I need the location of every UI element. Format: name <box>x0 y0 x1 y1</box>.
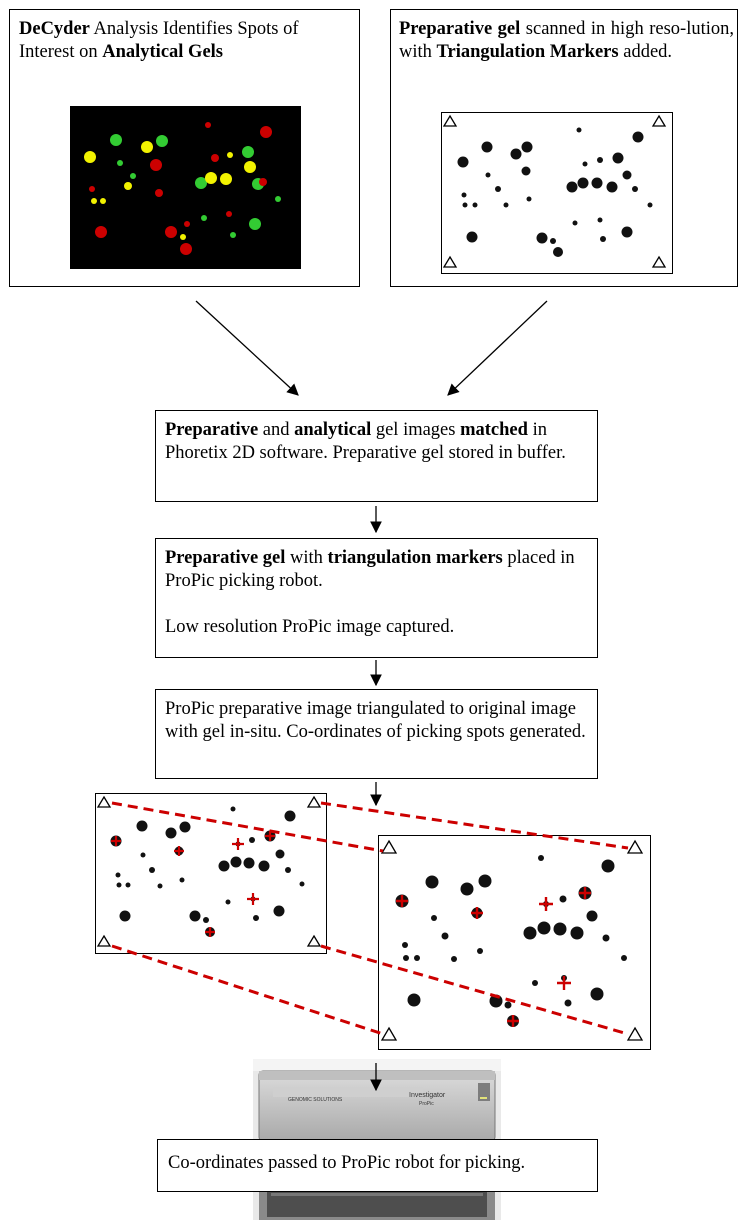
original-gel-image <box>378 835 651 1050</box>
gel-images-text: gel images <box>371 420 461 440</box>
analytical-gels-label: Analytical Gels <box>102 42 223 62</box>
robot-placement-box: Preparative gel with triangulation marke… <box>155 538 598 658</box>
preparative-gel-label-2: Preparative gel <box>165 548 286 568</box>
matched-label: matched <box>460 420 528 440</box>
placement-text: placed in ProPic picking robot. <box>165 548 575 591</box>
with-text: with <box>285 548 328 568</box>
triangulation-text: ProPic preparative image triangulated to… <box>165 699 586 742</box>
arrow-right <box>447 300 548 396</box>
triangulation-markers-label: Triangulation Markers <box>436 42 619 62</box>
analytical-label: analytical <box>294 420 372 440</box>
robot-maker-text: GENOMIC SOLUTIONS <box>288 1097 343 1103</box>
picking-text: Co-ordinates passed to ProPic robot for … <box>168 1153 526 1173</box>
matching-text: in Phoretix 2D software. Preparative gel… <box>165 420 566 463</box>
triangulation-box: ProPic preparative image triangulated to… <box>155 689 598 779</box>
analysis-text: Analysis Identifies Spots of Interest on <box>19 19 299 62</box>
low-res-text: Low resolution ProPic image captured. <box>165 617 455 637</box>
scan-text: scanned in high reso-lution, with <box>399 19 734 62</box>
arrow-left <box>195 300 299 396</box>
preparative-gel-label: Preparative gel <box>399 19 521 39</box>
robot-brand-text: Investigator <box>409 1092 446 1099</box>
triangulation-markers-label-2: triangulation markers <box>327 548 503 568</box>
analytical-gel-image <box>70 106 301 269</box>
matching-box: Preparative and analytical gel images ma… <box>155 410 598 502</box>
preparative-label: Preparative <box>165 420 259 440</box>
added-text: added. <box>618 42 673 62</box>
triangle-marker-icon <box>442 114 458 127</box>
picking-box: Co-ordinates passed to ProPic robot for … <box>157 1139 598 1192</box>
decyder-label: DeCyder <box>19 19 90 39</box>
robot-model-text: ProPic <box>419 1101 434 1107</box>
preparative-gel-image <box>441 112 673 274</box>
and-text: and <box>258 420 295 440</box>
